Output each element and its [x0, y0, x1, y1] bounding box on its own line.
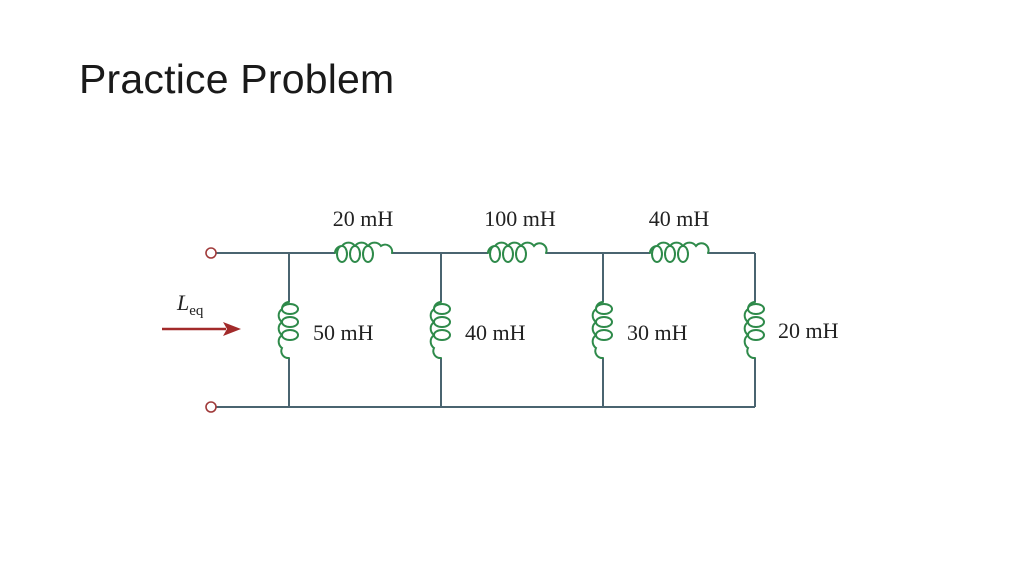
series-inductor-2-label: 100 mH	[484, 206, 556, 231]
shunt-inductor-2-icon	[429, 301, 452, 360]
series-inductor-2-icon	[487, 241, 548, 264]
leq-subscript: eq	[189, 303, 204, 319]
shunt-inductor-1-icon	[277, 301, 300, 360]
terminal-top-icon	[205, 247, 217, 259]
series-inductor-1-icon	[334, 241, 394, 264]
slide-title: Practice Problem	[79, 56, 395, 102]
shunt-inductor-3-label: 30 mH	[627, 320, 688, 345]
terminal-bottom-icon	[205, 401, 217, 413]
shunt-inductor-3-icon	[591, 301, 614, 360]
shunt-inductor-1-label: 50 mH	[313, 320, 374, 345]
series-inductor-3-label: 40 mH	[649, 206, 710, 231]
series-inductor-1-label: 20 mH	[333, 206, 394, 231]
shunt-inductor-2-label: 40 mH	[465, 320, 526, 345]
series-inductor-3-icon	[649, 241, 710, 264]
shunt-inductor-4-label: 20 mH	[778, 318, 839, 343]
wires	[216, 252, 756, 408]
shunt-inductor-4-icon	[743, 301, 766, 360]
leq-label: Leq	[176, 290, 204, 319]
leq-arrow-icon	[162, 322, 241, 336]
leq-symbol: L	[176, 290, 189, 315]
